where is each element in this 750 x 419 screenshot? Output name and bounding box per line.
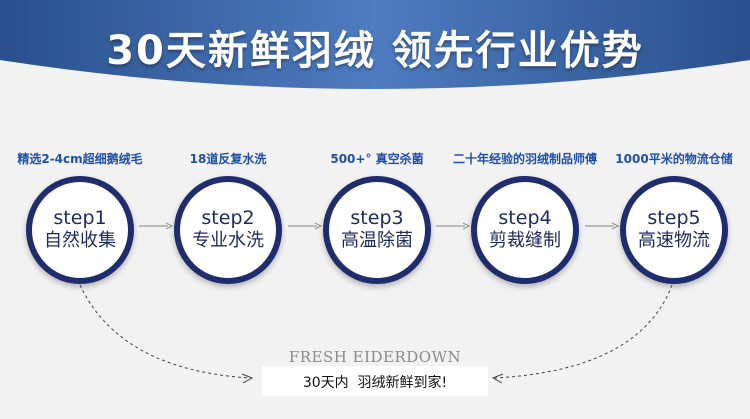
dashed-arrow-right xyxy=(494,284,673,379)
arrow-right-icon xyxy=(139,222,174,230)
step4-caption: 二十年经验的羽绒制品师傅 xyxy=(452,152,597,166)
arrow-right-icon xyxy=(288,222,323,230)
step4-number: step4 xyxy=(498,207,552,229)
page-title: 30天新鲜羽绒 领先行业优势 xyxy=(106,28,644,74)
step4-circle: step4 剪裁缝制 xyxy=(471,176,579,284)
step5-caption: 1000平米的物流仓储 xyxy=(615,152,733,166)
bottom-text-box xyxy=(262,366,488,396)
brand-text: FRESH EIDERDOWN xyxy=(288,348,462,366)
step3-caption: 500+° 真空杀菌 xyxy=(330,152,424,166)
step1-circle: step1 自然收集 xyxy=(26,176,134,284)
step2-number: step2 xyxy=(201,207,255,229)
step1-label: 自然收集 xyxy=(44,230,116,251)
step1-number: step1 xyxy=(53,207,107,229)
arrow-right-icon xyxy=(436,222,471,230)
step3-label: 高温除菌 xyxy=(341,230,413,251)
step2-caption: 18道反复水洗 xyxy=(189,152,267,166)
arrowhead-icon xyxy=(241,373,254,384)
dashed-arrow-left xyxy=(79,284,251,379)
arrowhead-icon xyxy=(491,373,504,384)
step3-number: step3 xyxy=(350,207,404,229)
step3-circle: step3 高温除菌 xyxy=(323,176,431,284)
step5-label: 高速物流 xyxy=(638,230,710,251)
step4-label: 剪裁缝制 xyxy=(489,230,561,251)
step5-number: step5 xyxy=(647,207,701,229)
banner-background xyxy=(0,0,750,89)
header-banner: 30天新鲜羽绒 领先行业优势 xyxy=(0,0,750,110)
arrow-right-icon xyxy=(585,222,620,230)
step2-circle: step2 专业水洗 xyxy=(174,176,282,284)
step1-caption: 精选2-4cm超细鹅绒毛 xyxy=(17,152,143,166)
bottom-slogan: 30天内 羽绒新鲜到家! xyxy=(302,375,448,391)
step5-circle: step5 高速物流 xyxy=(620,176,728,284)
step2-label: 专业水洗 xyxy=(192,230,264,251)
